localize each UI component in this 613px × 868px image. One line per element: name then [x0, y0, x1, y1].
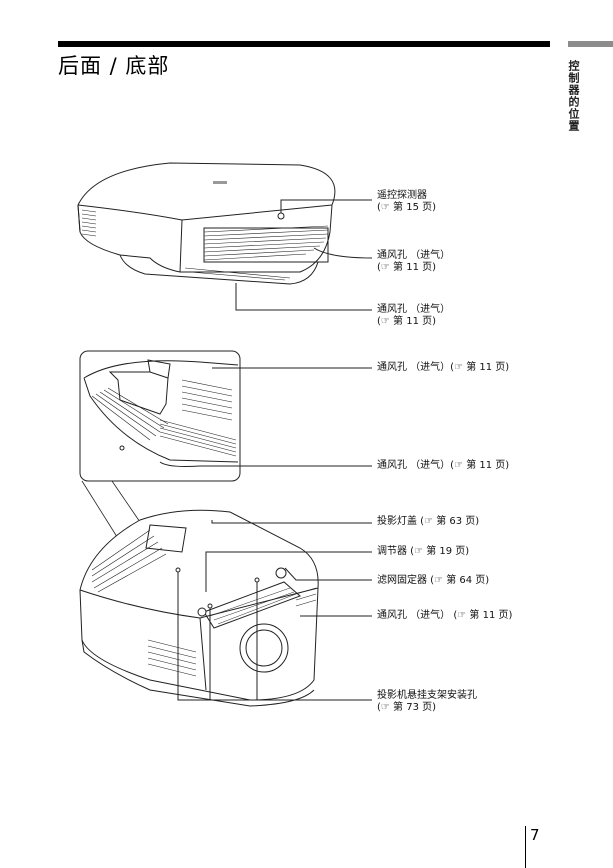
callout-ref: (☞ 第 15 页) [377, 202, 437, 213]
callout-filter-holder: 滤网固定器 (☞ 第 64 页) [377, 575, 489, 587]
callout-vent-intake-2: 通风孔 （进气） (☞ 第 11 页) [377, 304, 450, 328]
callout-label: 滤网固定器 (☞ 第 64 页) [377, 575, 490, 586]
page-number: 7 [530, 826, 540, 844]
callout-vent-intake-1: 通风孔 （进气） (☞ 第 11 页) [377, 250, 450, 274]
leader-remote-sensor [280, 199, 372, 213]
detail-inset-illustration [79, 350, 241, 482]
callout-label: 通风孔 （进气） [377, 250, 451, 261]
page-title: 后面 / 底部 [58, 54, 170, 78]
side-tab-bar [568, 41, 613, 47]
callout-label: 通风孔 （进气） [377, 304, 451, 315]
leader-mount-a [177, 572, 372, 701]
callout-vent-intake-3: 通风孔 （进气）(☞ 第 11 页) [377, 362, 509, 374]
callout-lamp-cover: 投影灯盖 (☞ 第 63 页) [377, 516, 479, 528]
footer-rule [525, 826, 526, 868]
callout-ref: (☞ 第 11 页) [377, 316, 437, 327]
projector-bottom-illustration [79, 509, 319, 707]
projector-rear-illustration [77, 162, 336, 285]
side-tab-label: 控制器的位置 [567, 60, 580, 132]
leader-vent-4 [159, 461, 372, 467]
leader-lamp-cover [211, 520, 372, 524]
callout-mount-holes: 投影机悬挂支架安装孔 (☞ 第 73 页) [377, 690, 477, 714]
callout-label: 通风孔 （进气）(☞ 第 11 页) [377, 362, 510, 373]
leader-vent-1 [313, 247, 373, 259]
callout-label: 遥控探测器 [377, 190, 427, 201]
callout-ref: (☞ 第 73 页) [377, 702, 437, 713]
callout-adjuster: 调节器 (☞ 第 19 页) [377, 546, 469, 558]
callout-ref: (☞ 第 11 页) [377, 262, 437, 273]
leader-adjuster [205, 551, 372, 592]
callout-label: 通风孔 （进气） (☞ 第 11 页) [377, 610, 513, 621]
callout-remote-sensor: 遥控探测器 (☞ 第 15 页) [377, 190, 436, 214]
callout-vent-intake-5: 通风孔 （进气） (☞ 第 11 页) [377, 610, 512, 622]
callout-label: 投影机悬挂支架安装孔 [377, 690, 477, 701]
callout-label: 调节器 (☞ 第 19 页) [377, 546, 470, 557]
callout-label: 投影灯盖 (☞ 第 63 页) [377, 516, 480, 527]
callout-vent-intake-4: 通风孔 （进气）(☞ 第 11 页) [377, 460, 509, 472]
header-rule [58, 41, 550, 47]
callout-label: 通风孔 （进气）(☞ 第 11 页) [377, 460, 510, 471]
leader-vent-2 [235, 283, 372, 311]
leader-filter-holder [284, 567, 372, 581]
